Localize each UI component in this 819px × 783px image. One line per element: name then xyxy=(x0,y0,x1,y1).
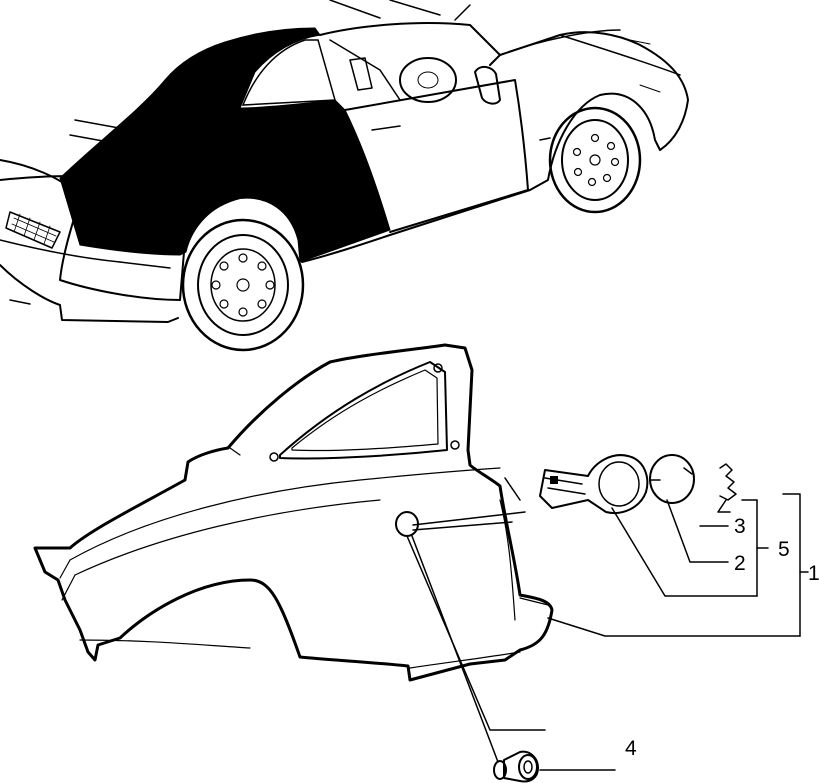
highlighted-quarter-panel xyxy=(59,27,391,263)
callout-2: 2 xyxy=(734,552,746,575)
rear-quarter-panel-icon xyxy=(33,343,554,682)
callout-1: 1 xyxy=(808,562,819,585)
callout-5: 5 xyxy=(778,538,790,561)
callout-3: 3 xyxy=(734,515,746,538)
car-overview-icon xyxy=(0,0,689,352)
leader-lines xyxy=(406,477,809,771)
rubber-bump-stop-icon xyxy=(493,750,539,783)
fuel-flap-cover-icon xyxy=(649,454,695,504)
spring-clip-icon xyxy=(719,463,737,501)
callout-4: 4 xyxy=(625,737,637,760)
fuel-filler-door-icon xyxy=(539,454,649,514)
